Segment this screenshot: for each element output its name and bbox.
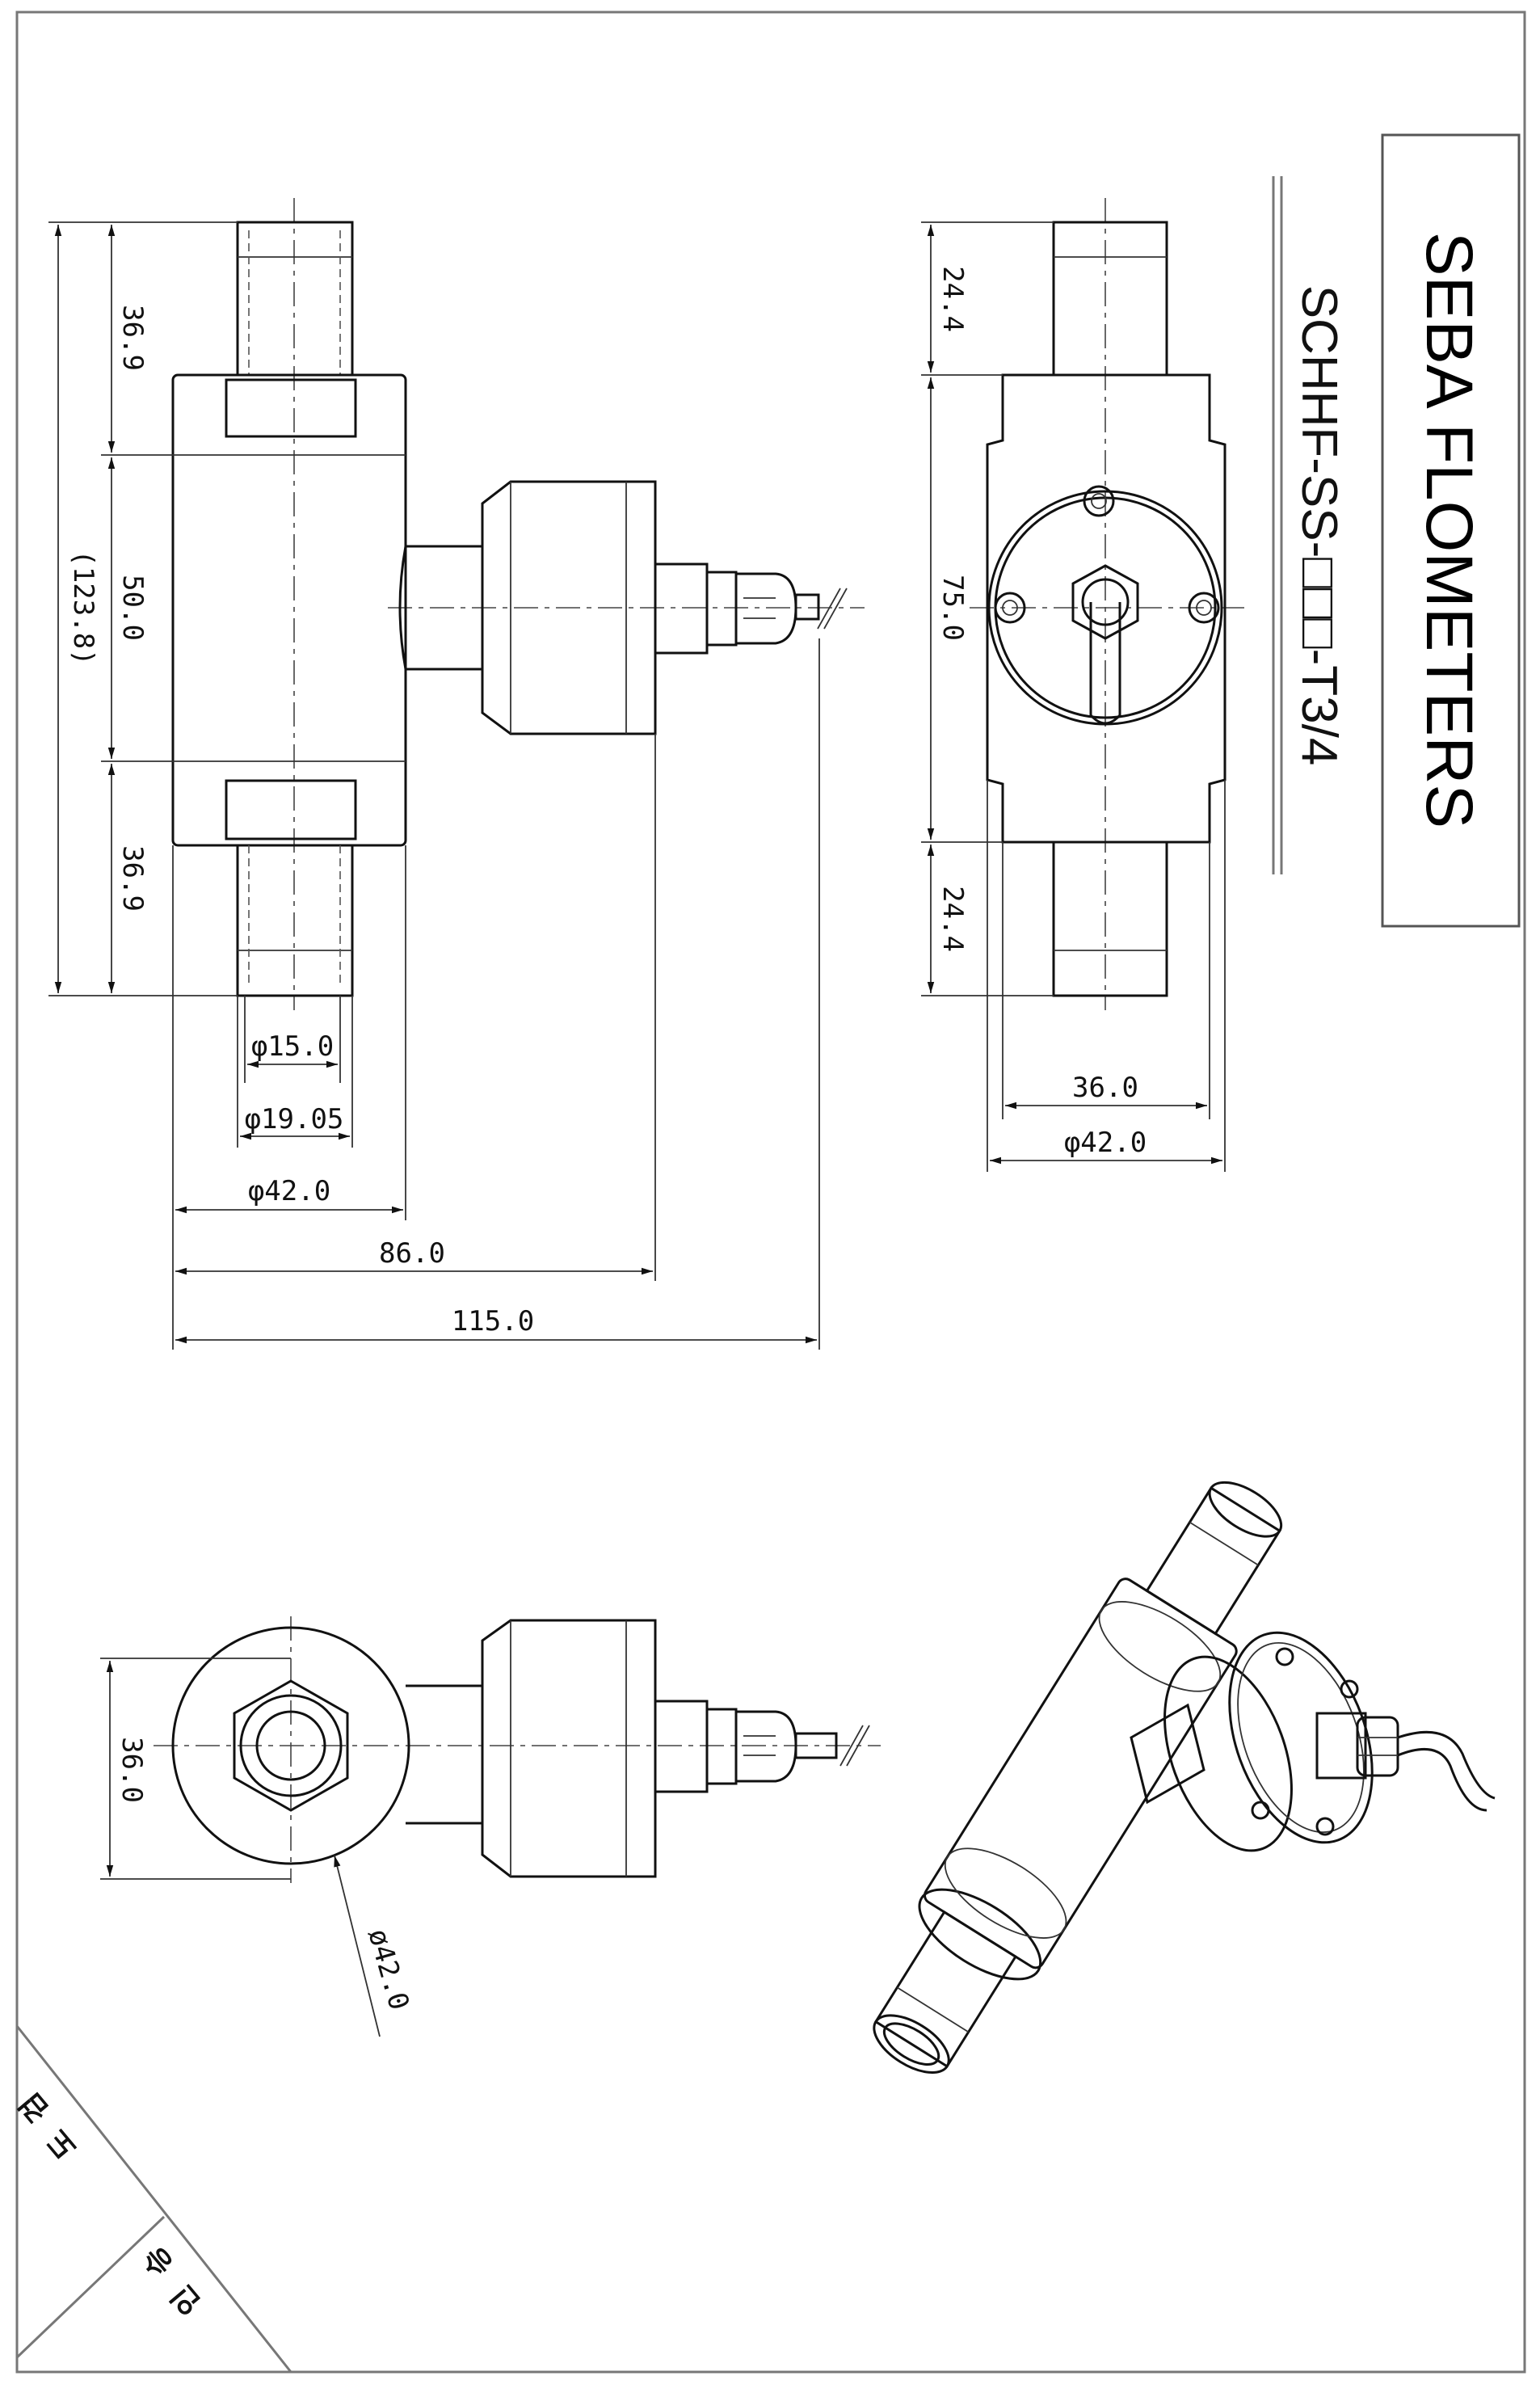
title-text: SEBA FLOMETERS — [1412, 232, 1486, 828]
cable-gland — [1356, 1716, 1399, 1777]
bottom-hex-nut — [225, 779, 357, 840]
dim-body-dia: ø42.0 — [361, 1925, 415, 2013]
dim-pipe-dia: φ19.05 — [245, 1103, 344, 1135]
dim-to-head: 86.0 — [379, 1237, 445, 1270]
dim-overall-height: (123.8) — [67, 550, 99, 665]
approve-label-char: 인 — [166, 2279, 208, 2321]
corner-approval-block: 검 도 승 인 — [14, 2025, 292, 2373]
dim-top-pipe: 36.9 — [116, 305, 149, 371]
screw — [1188, 592, 1220, 624]
cable — [794, 1732, 838, 1759]
top-pipe — [1145, 1486, 1281, 1636]
body — [171, 373, 407, 847]
dim-bottom-pipe: 36.9 — [116, 845, 149, 912]
cable-gland — [734, 1710, 797, 1783]
top-pipe — [1052, 221, 1168, 377]
cable-gland — [734, 572, 797, 645]
end-view: 36.0 ø42.0 — [100, 1616, 881, 2037]
review-label-char: 도 — [41, 2123, 84, 2165]
bottom-pipe — [1052, 840, 1168, 997]
dim-body: 50.0 — [116, 575, 149, 641]
dim-body-dia: φ42.0 — [248, 1175, 330, 1207]
body — [924, 1578, 1238, 1969]
bore — [255, 1710, 326, 1781]
top-hex-nut — [225, 378, 357, 438]
hex-nut — [233, 1679, 349, 1812]
connector-body — [654, 562, 709, 655]
dim-body: 75.0 — [936, 575, 969, 641]
sensor-head — [481, 1619, 657, 1878]
connector-nut — [705, 1708, 738, 1785]
front-view: (123.8) 36.9 50.0 36.9 φ15.0 φ19.05 φ42.… — [48, 198, 865, 1350]
isometric-view — [873, 1481, 1496, 2075]
cable — [794, 593, 820, 621]
approve-label-char: 승 — [137, 2240, 180, 2282]
leader-line — [334, 1855, 381, 2037]
cable — [1089, 602, 1121, 725]
sensor-neck — [406, 1684, 484, 1825]
cable — [1397, 1730, 1496, 1800]
screw — [1083, 485, 1115, 517]
model-text: SCHHF-SS-□□□-T3/4 — [1291, 285, 1347, 766]
sensor-neck — [1130, 1703, 1205, 1805]
dim-flat-width: 36.0 — [1072, 1072, 1138, 1104]
dim-flat-width: 36.0 — [116, 1737, 148, 1803]
side-view: 24.4 75.0 24.4 36.0 φ42.0 — [921, 198, 1244, 1172]
top-pipe — [236, 221, 354, 377]
title-box — [1381, 133, 1521, 928]
sensor-head — [1163, 1655, 1293, 1852]
bottom-pipe — [873, 1910, 1017, 2068]
screw — [994, 592, 1026, 624]
sheet-border — [15, 11, 1526, 2374]
dim-inner-dia: φ15.0 — [251, 1030, 334, 1063]
dim-overall-length: 115.0 — [452, 1305, 534, 1338]
connector-nut — [705, 571, 738, 647]
dim-body-dia: φ42.0 — [1064, 1127, 1147, 1159]
body-end — [171, 1626, 410, 1865]
connector-body — [654, 1700, 709, 1793]
dim-bottom-pipe: 24.4 — [936, 886, 969, 952]
dim-top-pipe: 24.4 — [936, 266, 969, 332]
connector-hex — [1315, 1712, 1367, 1780]
bottom-pipe — [236, 844, 354, 997]
review-label-char: 검 — [14, 2087, 57, 2129]
break-mark — [817, 588, 841, 630]
connector-hex — [1071, 564, 1139, 640]
title-block: SEBA FLOMETERS SCHHF-SS-□□□-T3/4 — [1272, 133, 1521, 928]
